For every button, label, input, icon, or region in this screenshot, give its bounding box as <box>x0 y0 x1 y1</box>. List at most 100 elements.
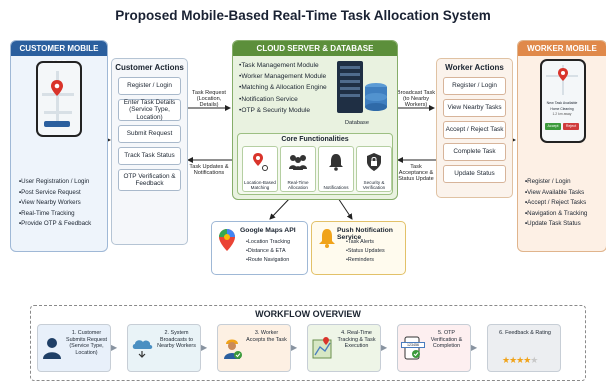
customer-phone-illustration <box>36 61 82 137</box>
list-item: Status Updates <box>346 247 385 256</box>
customer-user-icon <box>43 338 61 359</box>
worker-register-login-button[interactable]: Register / Login <box>443 77 506 95</box>
phone-card-line2: 1.2 km away <box>552 112 572 116</box>
tracking-map-icon <box>312 337 332 359</box>
enter-task-details-button[interactable]: Enter Task Details (Service Type, Locati… <box>118 99 181 121</box>
workflow-step-6: 6. Feedback & Rating ★★★★★ <box>487 324 561 372</box>
submit-request-button[interactable]: Submit Request <box>118 125 181 143</box>
workflow-step-label: 4. Real-Time Tracking & Task Execution <box>337 330 376 350</box>
core-item-label: Location-Based Matching <box>244 179 276 190</box>
location-matching-icon <box>253 153 268 171</box>
location-pin-icon <box>51 80 63 96</box>
workflow-step-5: 123456 5. OTP Verification & Completion <box>397 324 471 372</box>
bell-icon <box>319 229 335 248</box>
list-item: User Registration / Login <box>19 177 91 188</box>
chevron-right-icon: ▶ <box>471 343 478 352</box>
chevron-right-icon: ▶ <box>111 343 118 352</box>
workflow-step-label: 5. OTP Verification & Completion <box>430 330 463 350</box>
workflow-step-4: 4. Real-Time Tracking & Task Execution <box>307 324 381 372</box>
phone-card-title: New Task Available <box>546 101 578 105</box>
cloud-module-list: Task Management Module Worker Management… <box>239 60 327 116</box>
task-acceptance-label: Task Acceptance & Status Update <box>398 164 434 183</box>
worker-actions-title: Worker Actions <box>445 63 504 72</box>
workflow-step-1: 1. Customer Submits Request (Service Typ… <box>37 324 111 372</box>
location-pin-icon <box>558 68 568 81</box>
worker-feature-list: Register / Login View Available Tasks Ac… <box>525 177 587 230</box>
people-group-icon <box>289 155 307 170</box>
google-maps-list: Location Tracking Distance & ETA Route N… <box>246 238 290 265</box>
otp-phone-icon <box>404 336 420 360</box>
complete-task-button[interactable]: Complete Task <box>443 143 506 161</box>
core-item-security: Security & Verification <box>356 146 392 192</box>
bell-icon <box>329 154 343 171</box>
track-task-status-button[interactable]: Track Task Status <box>118 147 181 165</box>
broadcast-cloud-icon <box>132 340 153 358</box>
worker-phone-illustration: New Task Available Home Cleaning 1.2 km … <box>540 59 586 143</box>
google-maps-title: Google Maps API <box>240 227 296 234</box>
cloud-title: CLOUD SERVER & DATABASE <box>233 41 397 56</box>
page-title: Proposed Mobile-Based Real-Time Task All… <box>115 8 491 23</box>
phone-reject-button[interactable]: Reject <box>563 123 579 130</box>
list-item: Provide OTP & Feedback <box>19 219 91 230</box>
workflow-step-label: 3. Worker Accepts the Task <box>246 330 287 343</box>
core-functionalities-panel: Core Functionalities Location-Based Matc… <box>237 133 393 195</box>
list-item: Post Service Request <box>19 188 91 199</box>
accept-reject-task-button[interactable]: Accept / Reject Task <box>443 121 506 139</box>
core-item-notifications: Notifications <box>318 146 354 192</box>
worker-app-title: WORKER MOBILE APP <box>518 41 606 68</box>
push-notification-service-box: Push Notification Service Task Alerts St… <box>311 221 406 275</box>
worker-mobile-app-panel: WORKER MOBILE APP New Task Available Hom… <box>517 40 606 252</box>
task-request-label: Task Request (Location, Details) <box>192 90 226 109</box>
broadcast-task-label: Broadcast Task (to Nearby Workers) <box>396 90 436 109</box>
view-nearby-tasks-button[interactable]: View Nearby Tasks <box>443 99 506 117</box>
workflow-step-3: 3. Worker Accepts the Task <box>217 324 291 372</box>
chevron-right-icon: ▶ <box>381 343 388 352</box>
core-item-label: Security & Verification <box>362 179 386 190</box>
server-database-icon <box>337 61 387 113</box>
list-item: Register / Login <box>525 177 587 188</box>
list-item: View Nearby Workers <box>19 198 91 209</box>
chevron-right-icon: ▶ <box>201 343 208 352</box>
workflow-step-2: 2. System Broadcasts to Nearby Workers <box>127 324 201 372</box>
task-updates-label: Task Updates & Notifications <box>189 164 229 177</box>
database-label: Database <box>345 120 369 126</box>
core-item-label: Notifications <box>323 184 349 190</box>
core-item-location-matching: Location-Based Matching <box>242 146 278 192</box>
workflow-overview-panel: WORKFLOW OVERVIEW 1. Customer Submits Re… <box>30 305 586 381</box>
list-item: Location Tracking <box>246 238 290 247</box>
list-item: Reminders <box>346 256 385 265</box>
phone-card-line1: Home Cleaning <box>550 107 574 111</box>
core-title: Core Functionalities <box>281 136 349 143</box>
customer-feature-list: User Registration / Login Post Service R… <box>19 177 91 230</box>
worker-accept-icon <box>224 339 242 359</box>
customer-actions-title: Customer Actions <box>115 63 184 72</box>
workflow-step-label: 6. Feedback & Rating <box>499 330 551 336</box>
customer-actions-panel: Customer Actions Register / Login Enter … <box>111 58 188 245</box>
register-login-button[interactable]: Register / Login <box>118 77 181 95</box>
rating-stars-icon: ★★★★★ <box>502 355 538 365</box>
list-item: Task Alerts <box>346 238 385 247</box>
workflow-step-label: 1. Customer Submits Request (Service Typ… <box>65 330 108 356</box>
core-item-realtime-allocation: Real-Time Allocation <box>280 146 316 192</box>
workflow-title: WORKFLOW OVERVIEW <box>255 309 361 319</box>
customer-app-title: CUSTOMER MOBILE APP <box>11 41 107 68</box>
list-item: Real-Time Tracking <box>19 209 91 220</box>
list-item: Notification Service <box>239 94 327 105</box>
phone-accept-button[interactable]: Accept <box>545 123 561 130</box>
list-item: Task Management Module <box>239 60 327 71</box>
list-item: Update Task Status <box>525 219 587 230</box>
list-item: Accept / Reject Tasks <box>525 198 587 209</box>
update-status-button[interactable]: Update Status <box>443 165 506 183</box>
list-item: View Available Tasks <box>525 188 587 199</box>
list-item: OTP & Security Module <box>239 105 327 116</box>
workflow-step-label: 2. System Broadcasts to Nearby Workers <box>157 330 196 350</box>
list-item: Route Navigation <box>246 256 290 265</box>
chevron-right-icon: ▶ <box>291 343 298 352</box>
customer-mobile-app-panel: CUSTOMER MOBILE APP User Registration / … <box>10 40 108 252</box>
otp-code: 123456 <box>401 342 425 348</box>
push-service-list: Task Alerts Status Updates Reminders <box>346 238 385 265</box>
core-item-label: Real-Time Allocation <box>287 179 309 190</box>
list-item: Worker Management Module <box>239 71 327 82</box>
otp-verification-feedback-button[interactable]: OTP Verification & Feedback <box>118 169 181 191</box>
